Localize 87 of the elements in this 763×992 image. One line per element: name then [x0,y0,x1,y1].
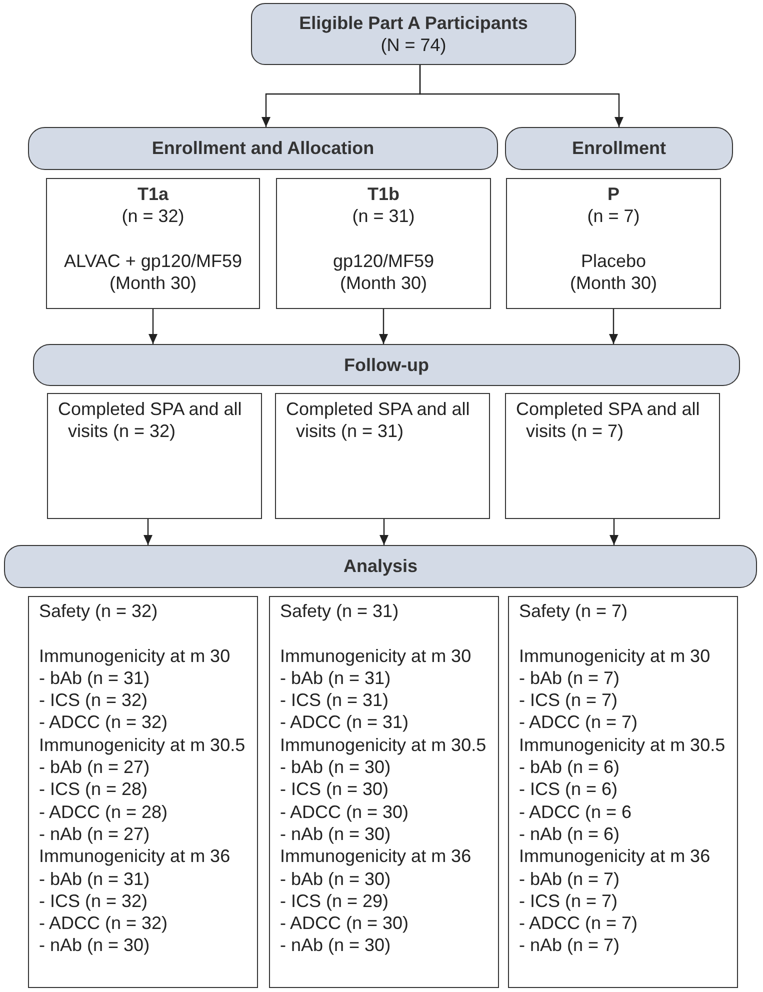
arrow [144,519,152,545]
result-line: - nAb (n = 27) [39,822,150,846]
followup-box [275,393,490,519]
result-line: Immunogenicity at m 36 [519,845,710,868]
safety-text: Safety (n = 32) [39,600,158,622]
result-line: - ICS (n = 31) [280,689,389,712]
count-text: (n = 31) [352,205,415,228]
result-line: Immunogenicity at m 30.5 [39,734,246,756]
analysis-box [28,596,258,988]
completion-text: Completed SPA and all visits (n = 7) [516,398,701,443]
result-line: - bAb (n = 31) [39,666,150,690]
result-line: - ADCC (n = 30) [280,800,409,823]
result-line: - ICS (n = 32) [39,689,148,712]
result-line: - ICS (n = 6) [519,778,618,801]
result-line: - ADCC (n = 7) [519,711,638,734]
result-line: - ICS (n = 32) [39,890,148,912]
result-line: - ICS (n = 7) [519,890,618,912]
result-line: - nAb (n = 30) [280,934,391,957]
result-line: - nAb (n = 7) [519,934,620,957]
result-line: Immunogenicity at m 30.5 [280,734,486,756]
arm-label: T1a [137,183,169,206]
result-line: - ADCC (n = 6 [519,800,632,823]
stage-band [33,344,740,386]
count-text: (n = 7) [587,205,640,228]
arm-label: T1b [367,183,400,206]
result-line: - ICS (n = 30) [280,778,389,801]
analysis-box [508,596,738,988]
count-text: (n = 32) [122,205,184,228]
stage-label: Analysis [343,555,418,578]
arm-label: P [607,183,620,206]
result-line: Immunogenicity at m 30 [519,644,710,667]
result-line: - bAb (n = 30) [280,868,391,890]
result-line: - ICS (n = 7) [519,689,618,712]
result-line: - nAb (n = 30) [39,934,150,957]
arrow [419,65,624,127]
arm-box [46,178,260,309]
result-line: Immunogenicity at m 30.5 [519,734,726,756]
result-line: - ADCC (n = 28) [39,800,168,823]
result-line: - bAb (n = 6) [519,756,620,778]
result-line: - bAb (n = 30) [280,756,391,778]
count-text: (N = 74) [380,34,446,56]
treatment-text: gp120/MF59 [332,250,434,272]
result-line: - ICS (n = 28) [39,778,148,801]
result-line: Immunogenicity at m 30 [280,644,472,667]
result-line: - ADCC (n = 7) [519,912,638,934]
followup-box [505,393,720,519]
result-line: Immunogenicity at m 30 [39,644,230,667]
result-line: - ICS (n = 29) [280,890,389,912]
result-line: - bAb (n = 27) [39,756,150,778]
stage-band [505,127,733,170]
treatment-text: ALVAC + gp120/MF59 [64,250,242,272]
header-box [251,3,576,65]
result-line: Immunogenicity at m 36 [39,845,230,868]
result-line: - bAb (n = 7) [519,868,620,890]
result-line: - bAb (n = 31) [39,868,150,890]
result-line: Immunogenicity at m 36 [280,845,472,868]
stage-label: Follow-up [344,354,429,376]
heading-text: Eligible Part A Participants [299,12,528,34]
stage-band [4,545,757,588]
arm-box [276,178,491,309]
stage-band [28,127,498,170]
result-line: - ADCC (n = 31) [280,711,409,734]
arrow [380,519,388,545]
result-line: - bAb (n = 31) [280,666,391,690]
safety-text: Safety (n = 31) [280,600,399,622]
arrow [379,309,388,344]
result-line: - nAb (n = 6) [519,822,620,846]
result-line: - bAb (n = 7) [519,666,620,690]
treatment-text: Placebo [580,250,646,272]
visit-time-text: (Month 30) [570,272,658,294]
result-line: - ADCC (n = 32) [39,912,168,934]
arrow [148,309,158,344]
analysis-box [269,596,499,988]
stage-label: Enrollment and Allocation [152,137,374,160]
safety-text: Safety (n = 7) [519,600,628,622]
visit-time-text: (Month 30) [109,272,197,294]
followup-box [47,393,262,519]
result-line: - nAb (n = 30) [280,822,391,846]
stage-label: Enrollment [572,137,666,160]
visit-time-text: (Month 30) [340,272,428,294]
completion-text: Completed SPA and all visits (n = 32) [58,398,243,443]
arrow [609,309,618,344]
result-line: - ADCC (n = 32) [39,711,168,734]
arm-box [506,178,721,309]
arrow [610,519,618,545]
completion-text: Completed SPA and all visits (n = 31) [286,398,471,443]
result-line: - ADCC (n = 30) [280,912,409,934]
